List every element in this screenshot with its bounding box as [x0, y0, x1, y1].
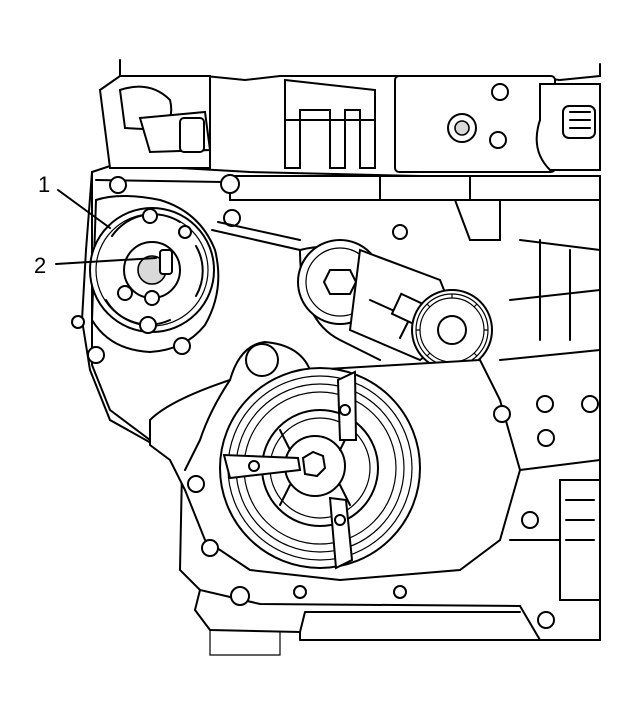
- balancer-holding-tool: [222, 370, 358, 570]
- callout-leaders: [55, 189, 157, 265]
- callout-label-1: 1: [38, 172, 51, 197]
- right-bracket: [499, 199, 601, 601]
- fasteners: [187, 395, 599, 629]
- callout-label-2: 2: [34, 253, 47, 278]
- fuel-rail: [220, 174, 601, 241]
- belt-tensioner: [297, 224, 493, 371]
- camshaft-actuator: [71, 176, 241, 364]
- leader-line-1: [57, 189, 111, 229]
- upper-manifold: [98, 59, 601, 173]
- leader-line-2: [55, 257, 157, 265]
